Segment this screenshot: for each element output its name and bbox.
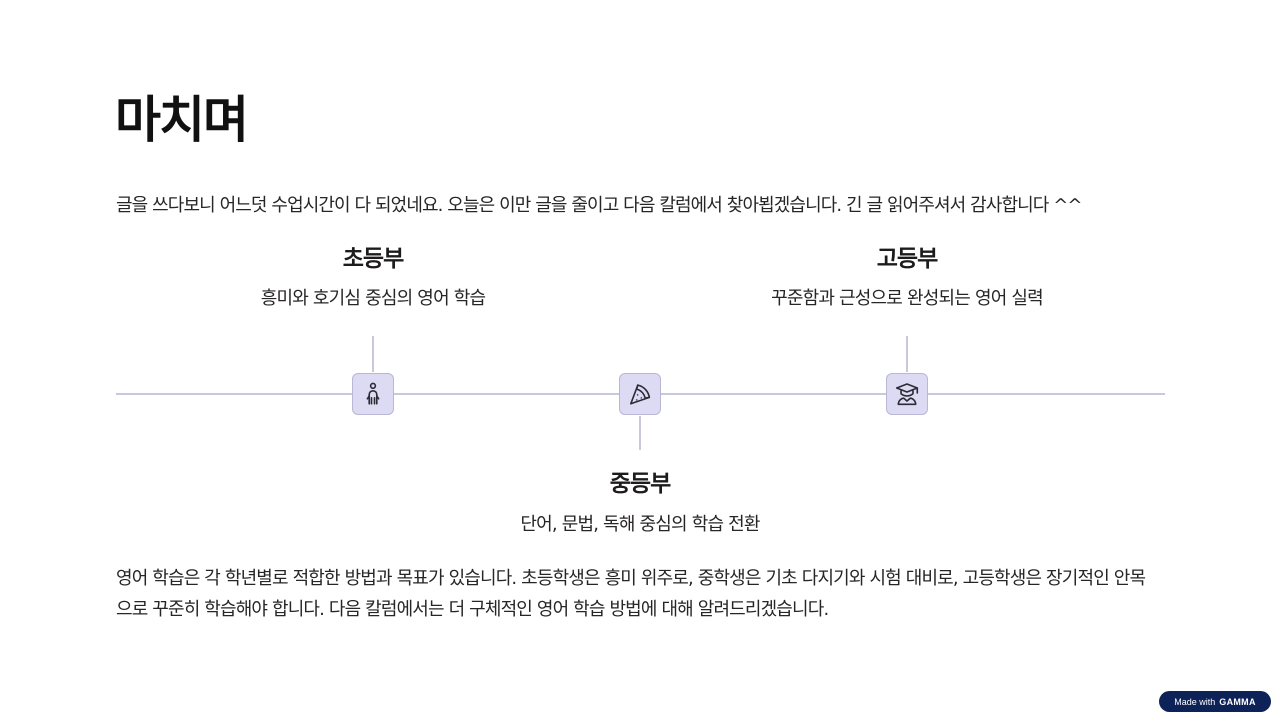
page-title: 마치며 bbox=[115, 91, 249, 149]
made-with-gamma-badge[interactable]: Made with GAMMA bbox=[1159, 691, 1271, 712]
badge-label: Made with bbox=[1174, 696, 1216, 707]
timeline-node-middle bbox=[619, 373, 661, 415]
gamma-logo: GAMMA bbox=[1219, 696, 1256, 707]
timeline-node-high bbox=[886, 373, 928, 415]
timeline-node-elementary bbox=[352, 373, 394, 415]
stage-desc-elementary: 흥미와 호기심 중심의 영어 학습 bbox=[260, 288, 486, 309]
stage-desc-high: 꾸준함과 근성으로 완성되는 영어 실력 bbox=[771, 288, 1044, 309]
timeline-stem-high bbox=[906, 336, 908, 372]
summary-paragraph: 영어 학습은 각 학년별로 적합한 방법과 목표가 있습니다. 초등학생은 흥미… bbox=[116, 568, 1146, 620]
stage-desc-middle: 단어, 문법, 독해 중심의 학습 전환 bbox=[520, 514, 760, 535]
child-icon bbox=[360, 381, 386, 407]
intro-paragraph: 글을 쓰다보니 어느덧 수업시간이 다 되었네요. 오늘은 이만 글을 줄이고 … bbox=[116, 195, 1083, 216]
timeline-stem-elementary bbox=[372, 336, 374, 372]
stage-title-high: 고등부 bbox=[876, 246, 938, 272]
pizza-slice-icon bbox=[627, 381, 653, 407]
graduate-icon bbox=[894, 381, 920, 407]
timeline-stem-middle bbox=[639, 416, 641, 450]
stage-title-middle: 중등부 bbox=[609, 471, 671, 497]
stage-title-elementary: 초등부 bbox=[342, 246, 404, 272]
